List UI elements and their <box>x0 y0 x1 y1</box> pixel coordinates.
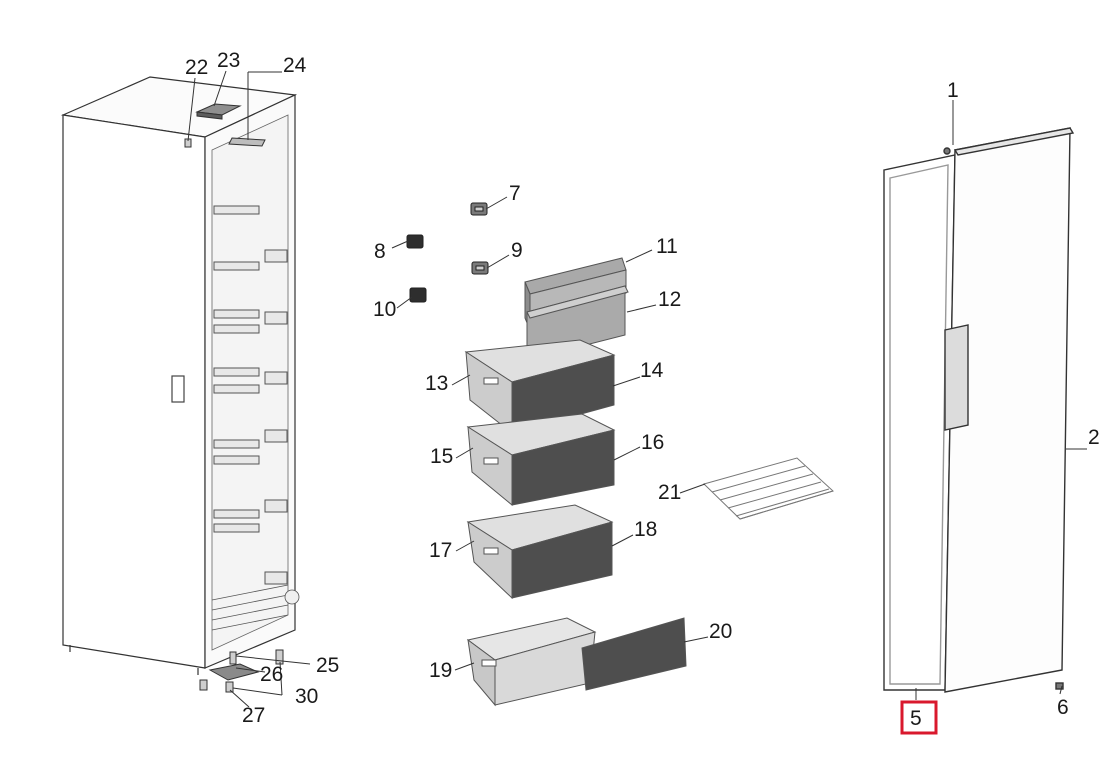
cabinet-bottom-grille <box>211 584 300 631</box>
callout-7: 7 <box>509 182 521 205</box>
hinge-bracket-9 <box>471 261 489 275</box>
wire-shelf-21 <box>703 457 834 520</box>
drawer-17-18 <box>466 504 614 600</box>
hinge-bracket-8 <box>406 234 424 249</box>
top-hinge-24 <box>228 137 266 147</box>
hinge-bracket-10 <box>409 287 427 303</box>
callout-6: 6 <box>1057 696 1069 719</box>
callout-5: 5 <box>910 707 922 730</box>
callout-2: 2 <box>1088 426 1100 449</box>
top-cover-23 <box>195 103 242 120</box>
callout-21: 21 <box>658 481 681 504</box>
drawer-13-14 <box>464 339 616 435</box>
hinge-bracket-7 <box>470 202 488 216</box>
callout-26: 26 <box>260 663 283 686</box>
callout-15: 15 <box>430 445 453 468</box>
callout-11: 11 <box>656 235 678 258</box>
callout-1: 1 <box>947 79 959 102</box>
callout-17: 17 <box>429 539 452 562</box>
drawer-front-20 <box>581 617 687 691</box>
callout-10: 10 <box>373 298 396 321</box>
callout-27: 27 <box>242 704 265 727</box>
callout-13: 13 <box>425 372 448 395</box>
callout-30: 30 <box>295 685 318 708</box>
callout-22: 22 <box>185 56 208 79</box>
callout-25: 25 <box>316 654 339 677</box>
highlight-box-5 <box>900 700 938 735</box>
door-panel <box>943 127 1075 693</box>
callout-16: 16 <box>641 431 664 454</box>
callout-12: 12 <box>658 288 681 311</box>
callout-9: 9 <box>511 239 523 262</box>
callout-14: 14 <box>640 359 664 382</box>
callout-24: 24 <box>283 54 307 77</box>
flap-12 <box>526 285 629 361</box>
callout-18: 18 <box>634 518 657 541</box>
drawer-19 <box>466 617 597 707</box>
shelf-supports <box>213 205 288 585</box>
bottom-hinge-assembly <box>199 649 284 693</box>
cabinet-body <box>60 76 298 675</box>
callout-20: 20 <box>709 620 732 643</box>
leader-lines <box>187 70 1087 708</box>
callout-23: 23 <box>217 49 240 72</box>
callout-8: 8 <box>374 240 386 263</box>
drawer-15-16 <box>466 413 616 507</box>
callout-labels: 1 2 5 6 7 8 9 10 11 12 13 14 15 16 21 17… <box>185 49 1100 730</box>
callout-19: 19 <box>429 659 452 682</box>
